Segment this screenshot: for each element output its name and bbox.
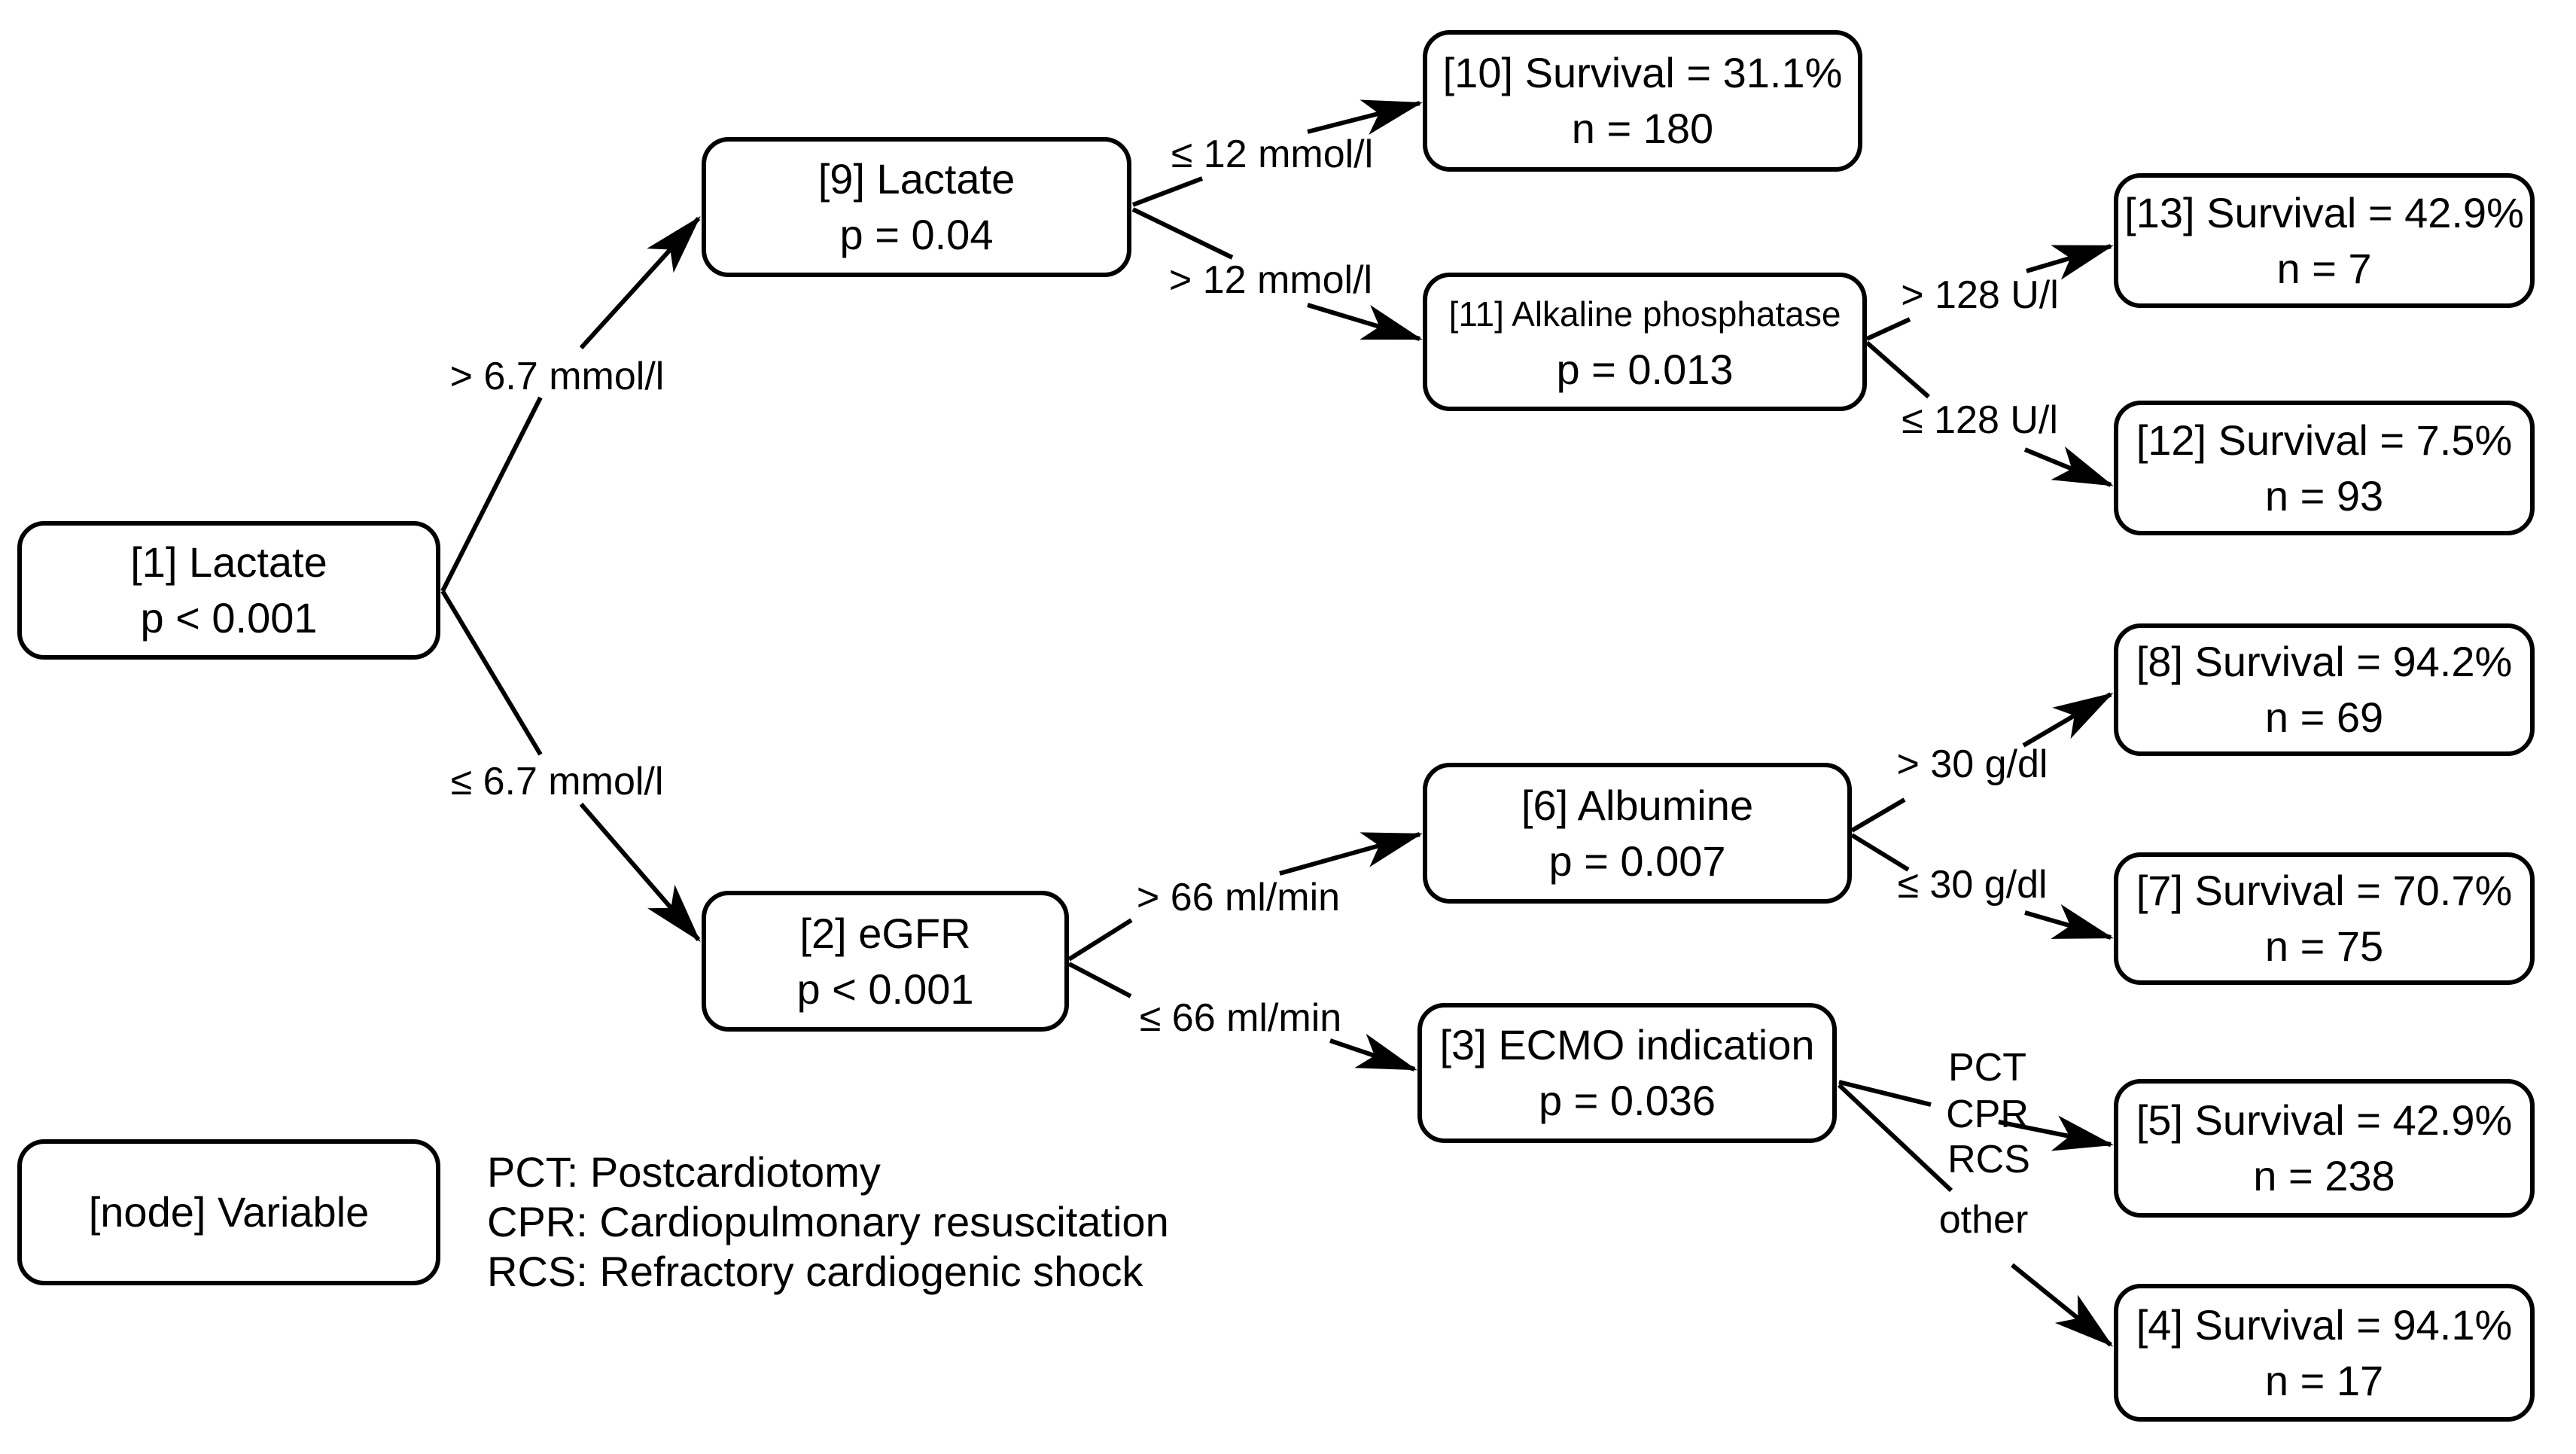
edge-label: > 66 ml/min [1136,876,1341,919]
edge-label: ≤ 6.7 mmol/l [450,760,664,803]
legend-node-box: [node] Variable [17,1139,440,1285]
legend-entry-rcs: RCS: Refractory cardiogenic shock [487,1248,1143,1295]
node-title: [9] Lactate [818,155,1015,203]
edge-line [1837,1083,1953,1193]
edge-arrow [579,216,701,350]
node-title: [3] ECMO indication [1439,1021,1815,1068]
edge-label-other: other [1938,1198,2029,1242]
node-6-albumine: [6] Albumine p = 0.007 [1423,763,1852,904]
edge-label: ≤ 66 ml/min [1139,996,1342,1040]
node-5-survival: [5] Survival = 42.9% n = 238 [2114,1079,2535,1218]
edge-label-pct: PCT [1948,1046,2026,1090]
node-title: [2] eGFR [799,909,971,957]
edge-arrow [1307,99,1423,136]
node-title: [8] Survival = 94.2% [2136,638,2513,685]
edge-arrow [2024,904,2114,940]
node-3-ecmo-indication: [3] ECMO indication p = 0.036 [1417,1003,1837,1143]
node-subtitle: n = 93 [2264,471,2384,520]
node-11-alkaline-phosphatase: [11] Alkaline phosphatase p = 0.013 [1423,273,1867,411]
node-8-survival: [8] Survival = 94.2% n = 69 [2114,623,2535,756]
edge-label-cpr: CPR [1946,1093,2029,1136]
edge-arrow [579,803,701,943]
legend-node-label: [node] Variable [88,1188,370,1236]
edge-line [1067,962,1132,998]
edge-arrow [2022,692,2114,748]
edge-arrow [2026,244,2114,280]
node-subtitle: n = 238 [2253,1152,2395,1199]
edge-label: > 128 U/l [1901,273,2059,317]
node-13-survival: [13] Survival = 42.9% n = 7 [2114,173,2535,308]
legend-abbreviations: PCT: Postcardiotomy CPR: Cardiopulmonary… [487,1148,1169,1297]
node-subtitle: n = 180 [1571,105,1714,152]
node-subtitle: n = 69 [2264,693,2384,741]
edge-label: > 12 mmol/l [1168,258,1373,302]
node-title: [1] Lactate [130,538,327,586]
legend-entry-cpr: CPR: Cardiopulmonary resuscitation [487,1198,1169,1245]
edge-arrow [1279,832,1423,876]
node-12-survival: [12] Survival = 7.5% n = 93 [2114,401,2535,535]
edge-line [1067,918,1133,962]
edge-arrow [2011,1263,2114,1347]
node-subtitle: p = 0.013 [1556,346,1734,393]
node-subtitle: p < 0.001 [796,965,974,1013]
node-subtitle: p < 0.001 [140,594,318,642]
edge-arrow [1307,303,1423,341]
edge-arrow [1998,1115,2114,1151]
edge-label-rcs: RCS [1947,1138,2030,1181]
node-1-lactate: [1] Lactate p < 0.001 [17,521,440,660]
node-title: [13] Survival = 42.9% [2124,188,2524,236]
node-subtitle: p = 0.007 [1548,837,1726,885]
node-title: [7] Survival = 70.7% [2136,867,2513,914]
node-title: [12] Survival = 7.5% [2136,416,2513,464]
node-subtitle: n = 75 [2264,922,2384,970]
node-7-survival: [7] Survival = 70.7% n = 75 [2114,852,2535,985]
edge-label: ≤ 30 g/dl [1897,863,2048,907]
edge-label: > 30 g/dl [1896,742,2048,786]
edge-line [1865,317,1911,341]
node-subtitle: n = 7 [2276,244,2372,292]
edge-line [1865,340,1930,399]
edge-arrow [2023,446,2114,487]
node-title: [5] Survival = 42.9% [2136,1096,2513,1144]
node-10-survival: [10] Survival = 31.1% n = 180 [1423,30,1862,172]
edge-line [440,396,543,593]
node-title: [4] Survival = 94.1% [2136,1300,2513,1349]
node-9-lactate: [9] Lactate p = 0.04 [702,137,1131,277]
edge-line [1131,176,1204,207]
node-title: [10] Survival = 31.1% [1442,49,1843,96]
node-subtitle: n = 17 [2264,1356,2384,1404]
legend-entry-pct: PCT: Postcardiotomy [487,1148,881,1196]
node-subtitle: p = 0.036 [1538,1077,1716,1124]
node-title: [6] Albumine [1521,781,1754,829]
edge-label: ≤ 12 mmol/l [1171,133,1374,176]
edge-label: > 6.7 mmol/l [449,355,665,398]
edge-line [1838,1080,1932,1107]
edge-line [1131,207,1234,260]
edge-arrow [1329,1033,1417,1071]
node-subtitle: p = 0.04 [839,211,994,258]
node-4-survival: [4] Survival = 94.1% n = 17 [2114,1284,2535,1422]
node-2-egfr: [2] eGFR p < 0.001 [702,891,1069,1032]
edge-line [1850,833,1910,872]
edge-label: ≤ 128 U/l [1902,398,2058,442]
edge-line [1850,797,1906,833]
node-title: [11] Alkaline phosphatase [1448,294,1841,334]
edge-line [440,590,543,756]
